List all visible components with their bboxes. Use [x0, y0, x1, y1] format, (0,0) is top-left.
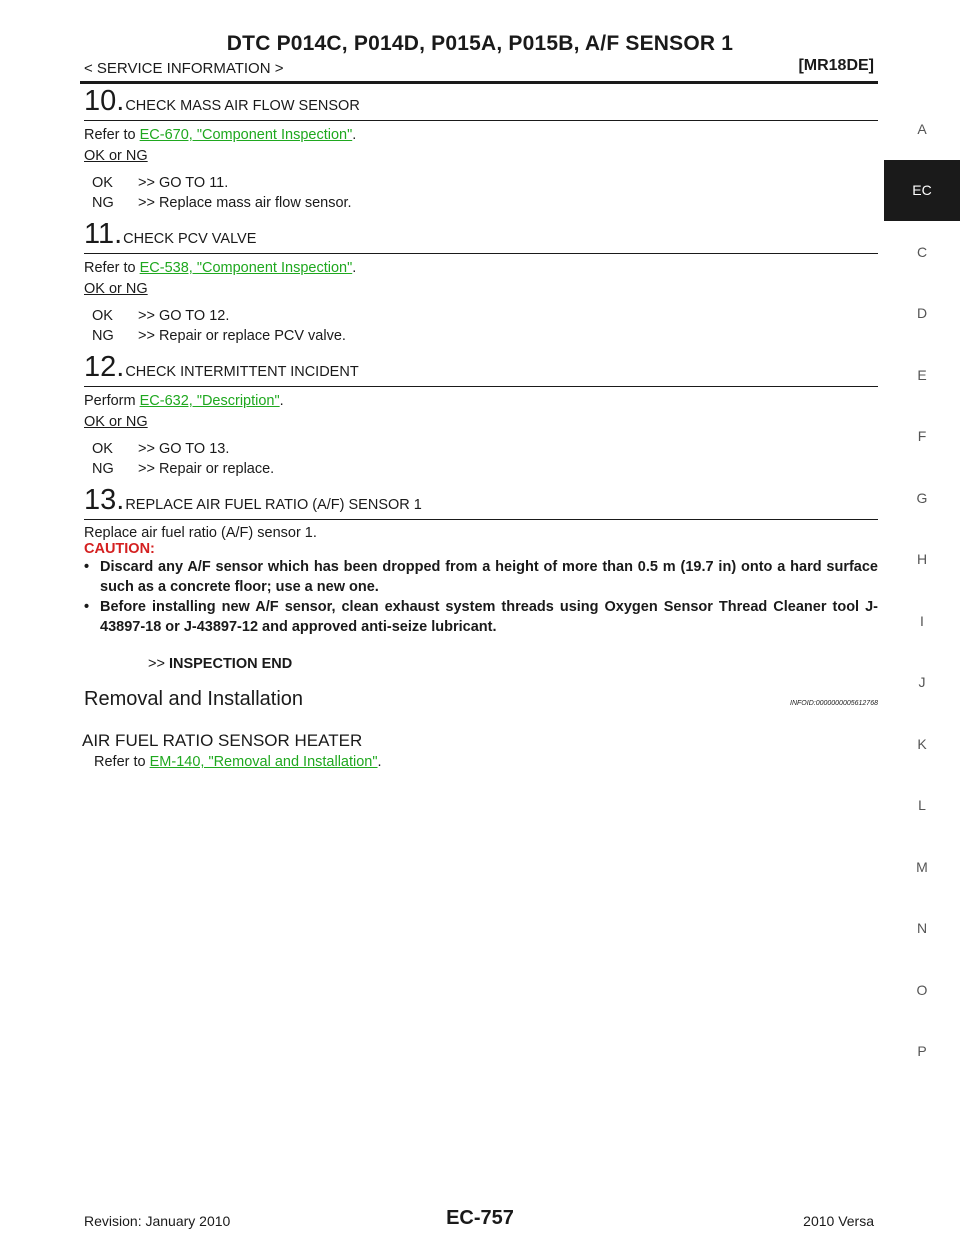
- end-label: INSPECTION END: [168, 656, 293, 672]
- result-value: >> GO TO 11.: [138, 175, 229, 191]
- result-key: NG: [92, 195, 114, 211]
- caution-label: CAUTION:: [84, 541, 155, 557]
- ref-suffix: .: [279, 393, 284, 409]
- section-index-tabs: A EC C D E F G H I J K L M N O P: [884, 98, 960, 1082]
- tab-h[interactable]: H: [916, 551, 928, 568]
- tab-e[interactable]: E: [917, 366, 927, 383]
- ok-or-ng-heading: OK or NG: [84, 281, 148, 297]
- ref-suffix: .: [377, 754, 382, 770]
- ref-link[interactable]: EC-632, "Description": [139, 393, 280, 409]
- section-title: Removal and Installation: [84, 688, 304, 710]
- tab-f[interactable]: F: [917, 428, 927, 445]
- tab-g[interactable]: G: [916, 489, 928, 506]
- ok-or-ng-heading: OK or NG: [84, 148, 148, 164]
- tab-p[interactable]: P: [917, 1043, 927, 1060]
- step-10: 10. CHECK MASS AIR FLOW SENSOR Refer to …: [84, 86, 878, 213]
- page-title: DTC P014C, P014D, P015A, P015B, A/F SENS…: [226, 32, 734, 55]
- step-header: 13. REPLACE AIR FUEL RATIO (A/F) SENSOR …: [84, 485, 878, 520]
- header-divider: [80, 81, 878, 84]
- ref-suffix: .: [352, 260, 357, 276]
- ref-prefix: Refer to: [84, 260, 140, 276]
- result-ng: NG >> Repair or replace PCV valve.: [92, 326, 878, 346]
- step-11: 11. CHECK PCV VALVE Refer to EC-538, "Co…: [84, 219, 878, 346]
- result-list: OK >> GO TO 12. NG >> Repair or replace PC…: [92, 306, 878, 346]
- result-ok: OK >> GO TO 12.: [92, 306, 878, 326]
- step-number: 10.: [84, 85, 125, 117]
- ref-link[interactable]: EC-670, "Component Inspection": [139, 127, 353, 143]
- tab-k[interactable]: K: [917, 735, 927, 752]
- engine-model: [MR18DE]: [798, 57, 874, 74]
- tab-c[interactable]: C: [916, 243, 928, 260]
- reference-line: Refer to EC-538, "Component Inspection".: [84, 260, 878, 276]
- result-key: OK: [92, 175, 113, 191]
- main-content: 10. CHECK MASS AIR FLOW SENSOR Refer to …: [82, 86, 878, 770]
- step-number: 13.: [84, 484, 125, 516]
- inspection-end: >> INSPECTION END: [148, 656, 878, 672]
- result-value: >> Repair or replace PCV valve.: [138, 328, 346, 344]
- step-header: 11. CHECK PCV VALVE: [84, 219, 878, 254]
- step-13: 13. REPLACE AIR FUEL RATIO (A/F) SENSOR …: [84, 485, 878, 672]
- reference-line: Refer to EC-670, "Component Inspection".: [84, 127, 878, 143]
- tab-ec[interactable]: EC: [884, 159, 960, 221]
- result-value: >> GO TO 12.: [138, 308, 230, 324]
- result-ng: NG >> Replace mass air flow sensor.: [92, 193, 878, 213]
- subsection-title: AIR FUEL RATIO SENSOR HEATER: [82, 731, 363, 750]
- tab-l[interactable]: L: [918, 797, 926, 814]
- result-key: OK: [92, 441, 113, 457]
- result-list: OK >> GO TO 11. NG >> Replace mass air flo…: [92, 173, 878, 213]
- result-ok: OK >> GO TO 11.: [92, 173, 878, 193]
- ref-prefix: Refer to: [84, 127, 140, 143]
- bullet-icon: •: [84, 559, 90, 575]
- result-value: >> GO TO 13.: [138, 441, 230, 457]
- reference-line: Refer to EM-140, "Removal and Installati…: [94, 754, 878, 770]
- tab-o[interactable]: O: [916, 981, 928, 998]
- bullet-item: • Discard any A/F sensor which has been …: [84, 557, 878, 597]
- tab-n[interactable]: N: [916, 920, 928, 937]
- step-number: 11.: [84, 218, 123, 250]
- step-header: 10. CHECK MASS AIR FLOW SENSOR: [84, 86, 878, 121]
- tab-m[interactable]: M: [916, 858, 928, 875]
- bullet-icon: •: [84, 599, 90, 615]
- result-list: OK >> GO TO 13. NG >> Repair or replace.: [92, 439, 878, 479]
- tab-a[interactable]: A: [917, 120, 927, 137]
- reference-line: Perform EC-632, "Description".: [84, 393, 878, 409]
- step-title: CHECK MASS AIR FLOW SENSOR: [125, 98, 360, 114]
- ref-prefix: Perform: [84, 393, 140, 409]
- vehicle-model: 2010 Versa: [803, 1213, 874, 1229]
- section-breadcrumb: < SERVICE INFORMATION >: [84, 60, 284, 77]
- result-ok: OK >> GO TO 13.: [92, 439, 878, 459]
- end-prefix: >>: [148, 656, 169, 672]
- page-number: EC-757: [446, 1207, 514, 1229]
- step-title: CHECK INTERMITTENT INCIDENT: [125, 364, 359, 380]
- step-title: REPLACE AIR FUEL RATIO (A/F) SENSOR 1: [125, 497, 422, 513]
- tab-d[interactable]: D: [916, 305, 928, 322]
- step-body: Replace air fuel ratio (A/F) sensor 1.: [84, 525, 317, 541]
- step-number: 12.: [84, 351, 125, 383]
- revision-date: Revision: January 2010: [84, 1213, 231, 1229]
- ref-suffix: .: [352, 127, 357, 143]
- ref-link[interactable]: EM-140, "Removal and Installation": [149, 754, 378, 770]
- bullet-text: Before installing new A/F sensor, clean …: [100, 599, 878, 635]
- bullet-text: Discard any A/F sensor which has been dr…: [100, 559, 878, 595]
- step-header: 12. CHECK INTERMITTENT INCIDENT: [84, 352, 878, 387]
- step-title: CHECK PCV VALVE: [123, 231, 257, 247]
- tab-i[interactable]: I: [920, 612, 924, 629]
- caution-bullets: • Discard any A/F sensor which has been …: [84, 557, 878, 637]
- bullet-item: • Before installing new A/F sensor, clea…: [84, 597, 878, 637]
- ok-or-ng-heading: OK or NG: [84, 414, 148, 430]
- ref-link[interactable]: EC-538, "Component Inspection": [139, 260, 353, 276]
- result-value: >> Replace mass air flow sensor.: [138, 195, 352, 211]
- step-12: 12. CHECK INTERMITTENT INCIDENT Perform …: [84, 352, 878, 479]
- result-key: OK: [92, 308, 113, 324]
- result-key: NG: [92, 461, 114, 477]
- tab-j[interactable]: J: [918, 674, 926, 691]
- ref-prefix: Refer to: [94, 754, 150, 770]
- result-value: >> Repair or replace.: [138, 461, 275, 477]
- info-id: INFOID:0000000005612768: [790, 700, 878, 707]
- result-ng: NG >> Repair or replace.: [92, 459, 878, 479]
- section-header: Removal and Installation INFOID:00000000…: [84, 688, 878, 711]
- result-key: NG: [92, 328, 114, 344]
